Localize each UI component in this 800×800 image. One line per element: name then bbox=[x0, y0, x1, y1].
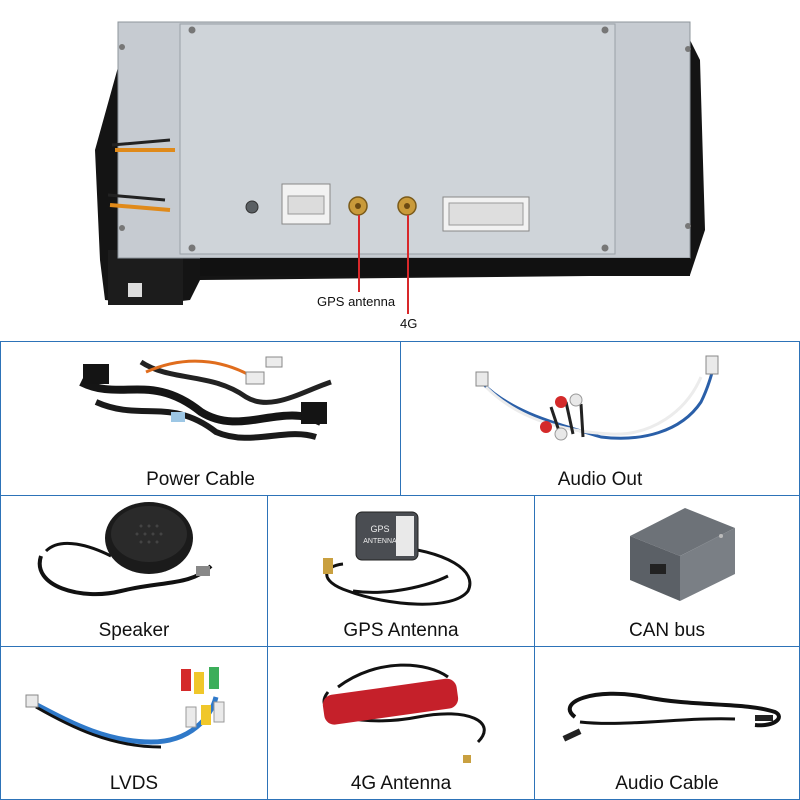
gps-antenna-image: GPS ANTENNA bbox=[323, 511, 472, 606]
head-unit-back-photo bbox=[0, 0, 800, 340]
lvds-image bbox=[25, 667, 225, 749]
power-cable-image bbox=[79, 356, 332, 441]
audio-cable-image bbox=[562, 691, 781, 742]
accessory-speaker: Speaker bbox=[0, 495, 268, 647]
power-cable-label: Power Cable bbox=[146, 469, 255, 490]
accessory-audio-out: Audio Out bbox=[400, 341, 800, 496]
accessory-power-cable: Power Cable bbox=[0, 341, 401, 496]
gps-antenna-label: GPS Antenna bbox=[343, 620, 459, 641]
accessory-4g-antenna: 4G Antenna bbox=[267, 646, 535, 800]
4g-callout-label: 4G bbox=[400, 316, 418, 331]
speaker-label: Speaker bbox=[98, 620, 170, 641]
gps-device-text-line1: GPS bbox=[370, 524, 389, 534]
lvds-label: LVDS bbox=[109, 773, 159, 794]
gps-antenna-callout-label: GPS antenna bbox=[317, 294, 396, 309]
can-bus-image bbox=[630, 508, 735, 601]
accessory-gps-antenna: GPS ANTENNA GPS Antenna bbox=[267, 495, 535, 647]
can-bus-label: CAN bus bbox=[628, 620, 706, 641]
accessory-audio-cable: Audio Cable bbox=[534, 646, 800, 800]
audio-out-image bbox=[475, 355, 719, 441]
audio-out-label: Audio Out bbox=[557, 469, 643, 490]
gps-device-text-line2: ANTENNA bbox=[363, 538, 397, 545]
speaker-image bbox=[37, 502, 213, 596]
audio-cable-label: Audio Cable bbox=[615, 773, 719, 794]
accessory-lvds: LVDS bbox=[0, 646, 268, 800]
4g-antenna-label: 4G Antenna bbox=[350, 773, 452, 794]
4g-antenna-image bbox=[322, 663, 486, 763]
accessory-can-bus: CAN bus bbox=[534, 495, 800, 647]
